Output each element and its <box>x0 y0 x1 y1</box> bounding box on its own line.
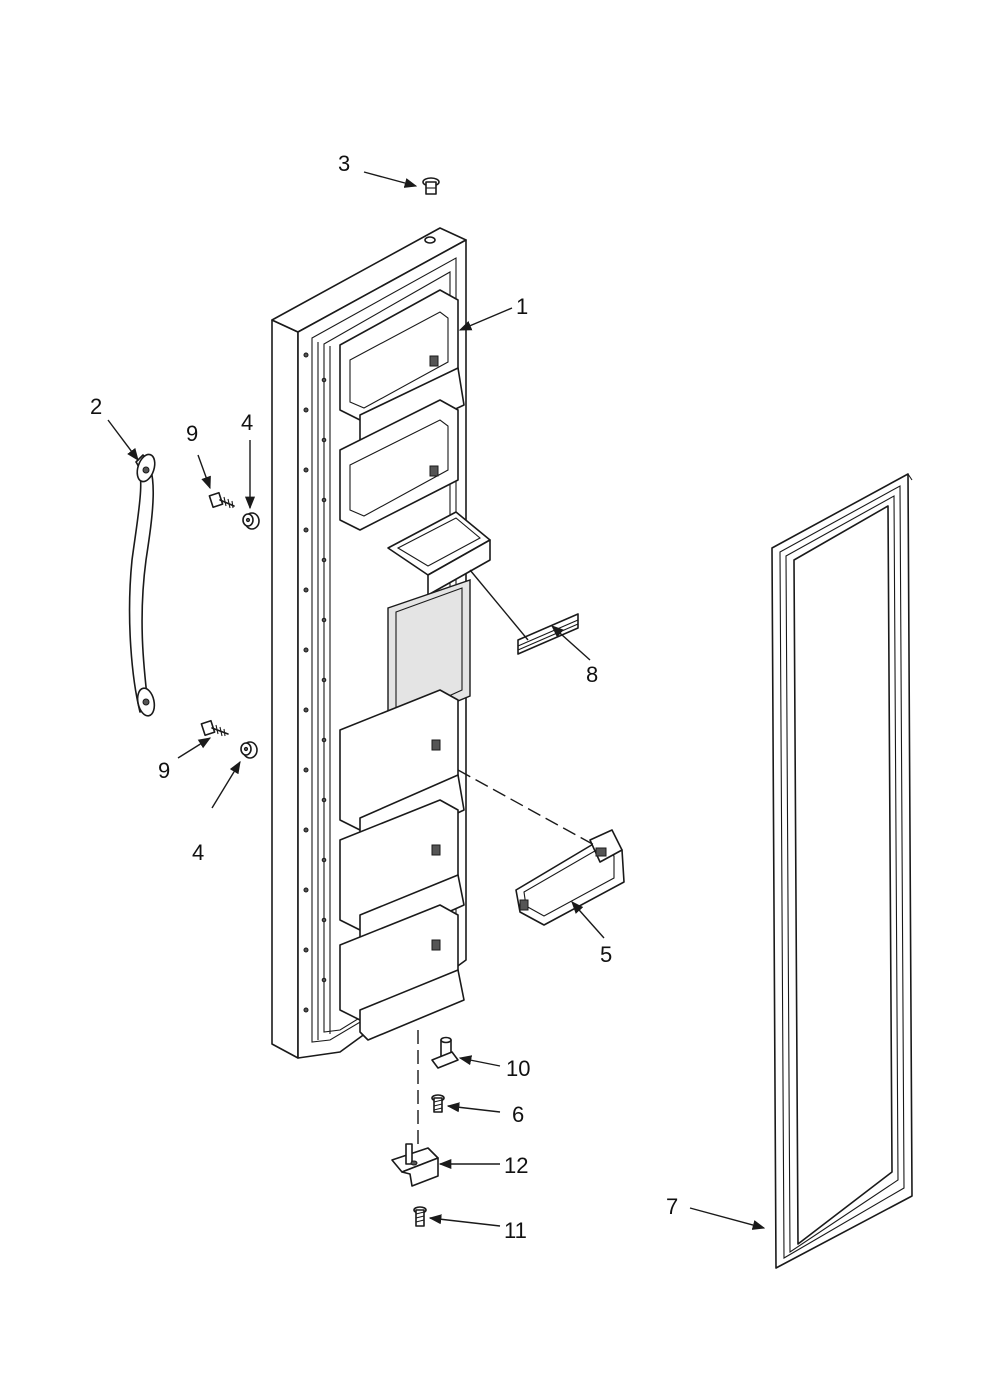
callout-5: 5 <box>600 942 612 967</box>
door-bin-part-5 <box>515 829 625 926</box>
door-rivets <box>303 352 327 1013</box>
callout-9-lower: 9 <box>158 758 170 783</box>
gasket-part-7 <box>771 473 913 1269</box>
bottom-hinge-part-12 <box>391 1143 439 1187</box>
callout-6: 6 <box>512 1102 524 1127</box>
spacer-part-4-lower <box>240 741 258 759</box>
dispenser-chute <box>387 511 491 732</box>
door-assembly <box>271 227 491 1059</box>
door-shelf-lower-3 <box>339 904 465 1041</box>
callout-3: 3 <box>338 151 350 176</box>
callout-12: 12 <box>504 1153 528 1178</box>
trim-strip-part-8 <box>517 613 579 655</box>
callout-labels: 1 2 3 4 4 5 6 7 8 9 9 10 11 12 <box>90 151 678 1243</box>
callout-1: 1 <box>516 294 528 319</box>
hinge-pin-part-3 <box>422 177 440 195</box>
screw-part-9-lower <box>200 719 229 737</box>
leader-lines <box>107 171 766 1230</box>
callout-2: 2 <box>90 394 102 419</box>
callout-4-upper: 4 <box>241 410 253 435</box>
callout-8: 8 <box>586 662 598 687</box>
callout-11: 11 <box>504 1218 527 1243</box>
screw-part-6 <box>431 1094 445 1113</box>
handle-part-2 <box>128 453 156 717</box>
door-shelf-upper-2 <box>339 399 459 531</box>
screw-part-9-upper <box>208 491 235 509</box>
callout-4-lower: 4 <box>192 840 204 865</box>
spacer-part-4-upper <box>242 512 260 530</box>
screw-part-11 <box>413 1206 427 1227</box>
callout-7: 7 <box>666 1194 678 1219</box>
callout-10: 10 <box>506 1056 530 1081</box>
callout-9-upper: 9 <box>186 421 198 446</box>
hinge-bushing-part-10 <box>431 1036 459 1069</box>
